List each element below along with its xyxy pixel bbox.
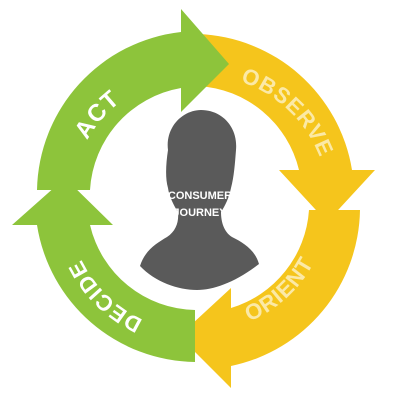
segment-orient-arrow	[179, 210, 360, 388]
center-label-line2: JOURNEY	[173, 207, 227, 219]
consumer-head-icon	[140, 110, 259, 290]
center-label-line1: CONSUMER	[168, 190, 232, 202]
segment-decide-arrow	[12, 178, 195, 362]
segment-observe-arrow	[198, 34, 375, 222]
segment-act-arrow	[37, 9, 229, 190]
